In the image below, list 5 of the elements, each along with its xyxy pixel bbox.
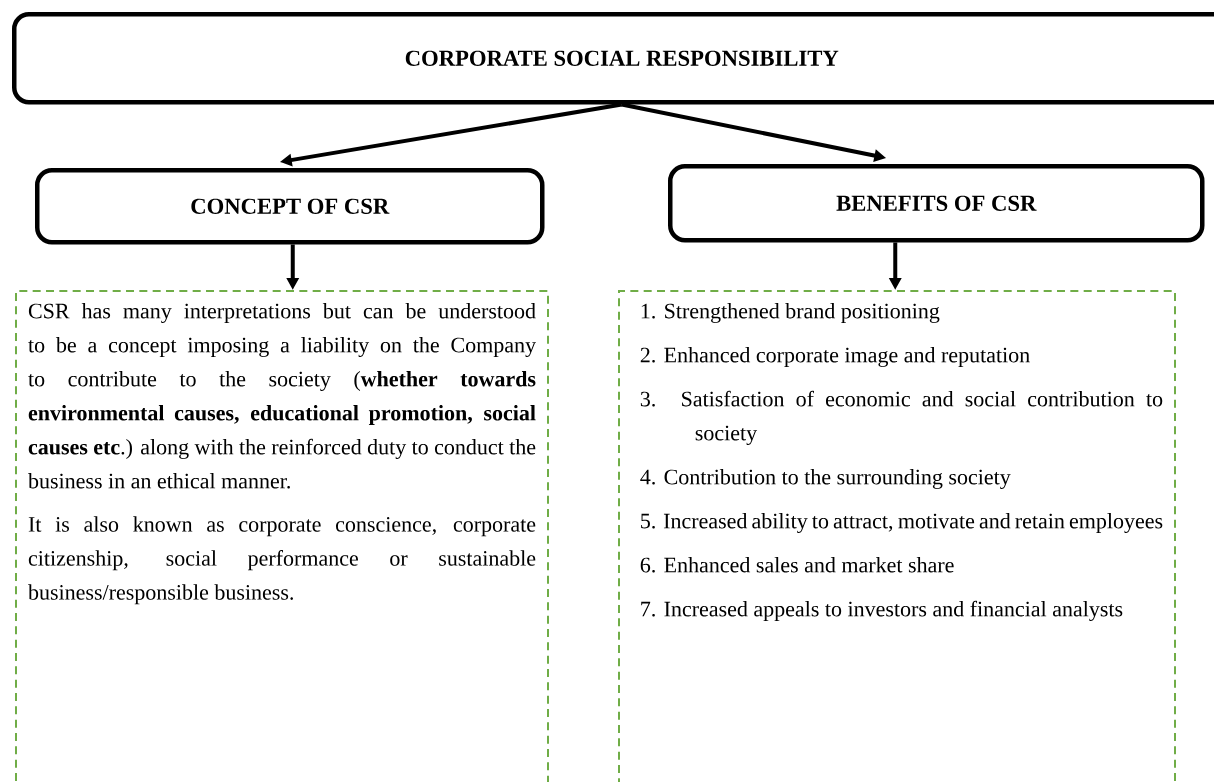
title-box: CORPORATE SOCIAL RESPONSIBILITY [12, 12, 1214, 105]
category-box: CONCEPT OF CSR [35, 168, 545, 245]
content-panel: CSR has many interpretations but can be understood to be a concept imposing a liability on the Company to contribute to the society (whether towards environmental causes, educational promotion, social causes etc.) along with the reinforced duty to conduct the business in an ethical manner. It is also known as corporate conscience, corporate citizenship, social performance or sustainable business/responsible business. [15, 290, 549, 782]
content-panel: 1. Strengthened brand positioning 2. Enhanced corporate image and reputation 3. Satisfaction of economic and social contribution to society 4. Contribution to the surrounding society 5. Increased ability to attract, motivate and retain employees 6. Enhanced sales and market share 7. Increased appeals to investors and financial analysts [618, 290, 1176, 782]
category-box: BENEFITS OF CSR [668, 164, 1205, 243]
